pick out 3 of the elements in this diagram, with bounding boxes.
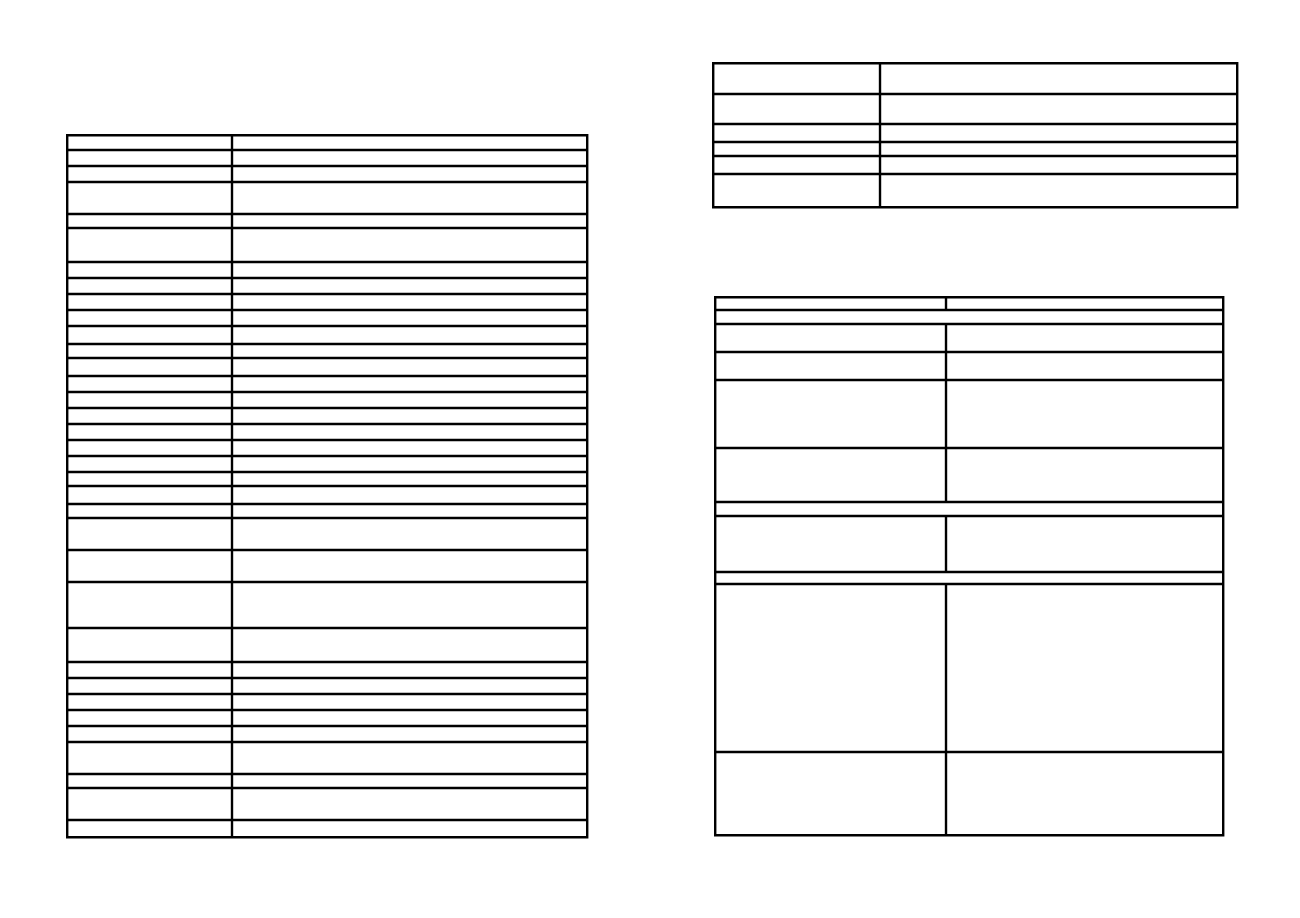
table-drawing	[714, 296, 1225, 837]
table-drawing	[66, 134, 589, 839]
table-drawing	[712, 62, 1239, 209]
